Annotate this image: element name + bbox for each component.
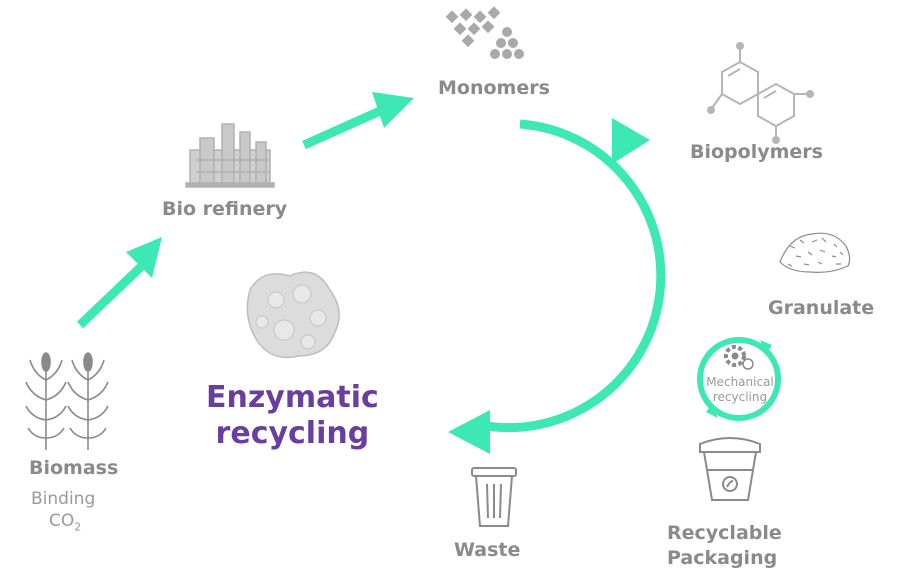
mechanical-line-2: recycling	[712, 390, 768, 404]
refinery-to-monomers-arrow	[302, 92, 414, 150]
corn-plant-icon	[25, 352, 109, 450]
recyclable-line-1: Recyclable	[667, 522, 782, 544]
main-cycle	[448, 118, 666, 454]
label-monomers: Monomers	[438, 77, 550, 99]
label-co2: CO2	[49, 511, 81, 533]
cycle-arrowhead-bottom	[448, 410, 490, 454]
enzymatic-line-2: recycling	[215, 416, 370, 451]
label-waste: Waste	[454, 539, 521, 561]
packaging-cup-icon	[699, 437, 761, 501]
label-bio-refinery: Bio refinery	[162, 198, 288, 220]
biomass-to-refinery-arrow	[76, 237, 162, 329]
co2-subscript: 2	[74, 520, 82, 534]
enzymatic-recycling-title: Enzymatic recycling	[206, 380, 379, 452]
co2-main: CO	[49, 511, 75, 531]
factory-icon	[185, 123, 275, 188]
molecule-structure-icon	[707, 42, 814, 144]
label-biomass: Biomass	[29, 457, 119, 479]
label-granulate: Granulate	[768, 297, 875, 319]
mechanical-recycling-loop	[697, 337, 781, 421]
label-mechanical-recycling: Mechanical recycling	[697, 375, 783, 405]
mechanical-line-1: Mechanical	[706, 375, 774, 389]
cycle-arrowhead-top	[612, 118, 650, 164]
label-binding: Binding	[31, 489, 96, 509]
enzymatic-line-1: Enzymatic	[206, 380, 379, 415]
gear-recycle-icon	[724, 345, 754, 370]
label-recyclable-packaging: Recyclable Packaging	[667, 521, 782, 571]
cycle-ring	[475, 119, 666, 433]
recyclable-line-2: Packaging	[667, 547, 778, 569]
granulate-pile-icon	[779, 232, 851, 273]
monomers-cubes-spheres-icon	[445, 6, 524, 59]
trash-bin-icon	[471, 467, 517, 527]
enzyme-protein-icon	[246, 271, 340, 359]
label-biopolymers: Biopolymers	[690, 141, 823, 163]
